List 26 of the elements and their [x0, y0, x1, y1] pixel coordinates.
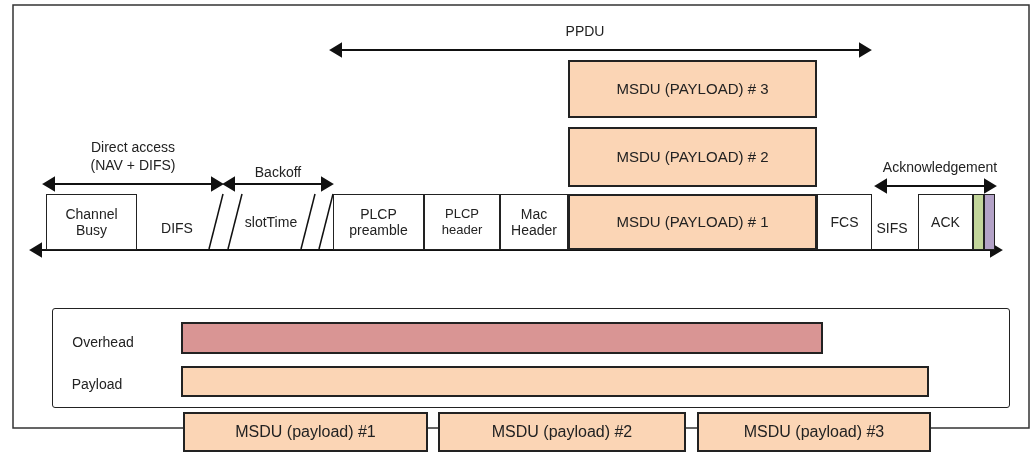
frame-field-box: FCS [817, 194, 872, 250]
bar [180, 365, 929, 397]
dimension-label: PPDU [564, 22, 606, 40]
frame-field-box: PLCP preamble [333, 194, 424, 250]
bar [984, 194, 995, 250]
frame-field-box: PLCP header [424, 194, 500, 250]
frame-field-box: Channel Busy [46, 194, 137, 250]
frame-field-box: MSDU (payload) #2 [438, 412, 686, 452]
segment-label: SIFS [875, 219, 909, 237]
bar [180, 321, 823, 354]
row-label: Overhead [71, 333, 135, 351]
bar [973, 194, 984, 250]
frame-field-box: MSDU (payload) #1 [183, 412, 428, 452]
segment-label: slotTime [243, 213, 299, 231]
dimension-label: Backoff [253, 163, 303, 181]
dimension-label: Direct access (NAV + DIFS) [89, 138, 177, 174]
segment-label: DIFS [160, 219, 194, 237]
frame-field-box: MSDU (PAYLOAD) # 1 [568, 194, 817, 250]
dimension-label: Acknowledgement [881, 158, 999, 176]
frame-field-box: MSDU (payload) #3 [697, 412, 931, 452]
row-label: Payload [70, 375, 124, 393]
frame-field-box: MSDU (PAYLOAD) # 2 [568, 127, 817, 187]
frame-field-box: MSDU (PAYLOAD) # 3 [568, 60, 817, 118]
frame-field-box: Mac Header [500, 194, 568, 250]
frame-field-box: ACK [918, 194, 973, 250]
panel-box [52, 308, 1010, 408]
